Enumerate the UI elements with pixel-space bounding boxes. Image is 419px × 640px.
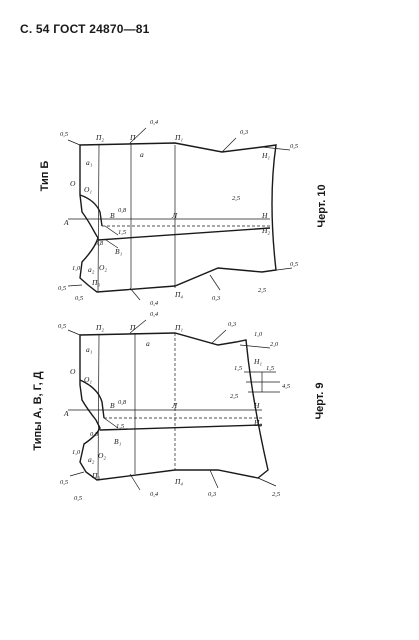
fig10-label-N: Н xyxy=(261,211,268,220)
fig9-dim-45: 4,5 xyxy=(282,383,291,390)
page-header: С. 54 ГОСТ 24870—81 xyxy=(20,22,150,36)
fig10-label-B1: В₁ xyxy=(115,247,123,256)
fig10-label-B: В xyxy=(110,211,115,220)
fig10-label-a1: а₁ xyxy=(86,158,93,167)
fig10-label-a: а xyxy=(140,150,144,159)
fig9-dim-05b: 0,5 xyxy=(60,479,69,486)
fig9-label-a2: а₂ xyxy=(88,455,95,464)
fig9-dim-10: 1,0 xyxy=(254,331,263,338)
fig10-dim-08: 0,8 xyxy=(95,240,104,247)
fig9-label-a: а xyxy=(146,339,150,348)
fig9-label-O1: О₁ xyxy=(84,375,92,384)
fig10-dim-05b: 0,5 xyxy=(290,143,299,150)
figure10-pattern: А В Л Н Н₁ Н₂ П П₁ П₂ П₃ П₄ а а₁ а₂ О О₁… xyxy=(58,119,299,307)
fig10-dim-15: 1,5 xyxy=(118,229,127,236)
fig9-label-B: В xyxy=(110,401,115,410)
fig9-label-N: Н xyxy=(253,401,260,410)
fig9-dim-05a: 0,5 xyxy=(58,323,67,330)
fig9-dim-25b: 2,5 xyxy=(272,491,281,498)
fig10-dim-04a: 0,4 xyxy=(150,119,159,126)
fig9-label-P1: П₁ xyxy=(174,323,183,332)
fig10-dim-25b: 2,5 xyxy=(232,195,241,202)
fig9-dim-03a: 0,3 xyxy=(228,321,237,328)
fig9-dim-08: 0,8 xyxy=(90,431,99,438)
fig9-label-B1: В₁ xyxy=(114,437,122,446)
fig9-label-P3: П₃ xyxy=(91,471,100,480)
fig9-dim-15a: 1,5 xyxy=(234,365,243,372)
fig10-label-P1: П₁ xyxy=(174,133,183,142)
fig10-dim-05e: 0,5 xyxy=(75,295,84,302)
fig10-label-a2: а₂ xyxy=(88,265,95,274)
fig10-dim-05d: 0,5 xyxy=(58,285,67,292)
fig10-dim-05c: 0,5 xyxy=(290,261,299,268)
fig10-dim-03b: 0,3 xyxy=(212,295,221,302)
fig10-label-P: П xyxy=(129,133,136,142)
fig9-label-O2: О₂ xyxy=(98,451,106,460)
fig9-dim-25a: 2,5 xyxy=(230,393,239,400)
fig10-dim-04b: 0,4 xyxy=(150,300,159,307)
fig10-label-L: Л xyxy=(171,211,178,220)
fig10-label-A: А xyxy=(63,218,69,227)
fig9-label-P4: П₄ xyxy=(174,477,183,486)
fig9-dim-03b: 0,3 xyxy=(208,491,217,498)
fig9-label-O: О xyxy=(70,367,76,376)
fig10-label-P4: П₄ xyxy=(174,290,183,299)
fig9-dim-08b: 0,8 xyxy=(118,399,127,406)
fig10-dim-10: 1,0 xyxy=(72,265,81,272)
fig9-label-N1: Н₁ xyxy=(253,357,262,366)
fig9-dim-15b: 1,5 xyxy=(266,365,275,372)
fig10-label-P2: П₂ xyxy=(95,133,104,142)
fig10-dim-08b: 0,8 xyxy=(118,207,127,214)
fig9-label-a1: а₁ xyxy=(86,345,93,354)
fig9-label-N2: Н₂ xyxy=(253,418,262,427)
fig10-label-P3: П₃ xyxy=(91,278,100,287)
fig10-label-O2: О₂ xyxy=(99,263,107,272)
fig9-dim-10b: 1,0 xyxy=(72,449,81,456)
figure9-pattern: А В Л Н Н₁ Н₂ П П₁ П₂ П₃ П₄ а а₁ а₂ О О₁… xyxy=(58,311,291,502)
fig9-label-A: А xyxy=(63,409,69,418)
fig9-label-P: П xyxy=(129,323,136,332)
fig9-dim-15c: 1,5 xyxy=(116,423,125,430)
fig10-dim-25a: 2,5 xyxy=(258,287,267,294)
fig10-label-N2: Н₂ xyxy=(261,226,270,235)
fig9-dim-04a: 0,4 xyxy=(150,311,159,318)
fig9-dim-04b: 0,4 xyxy=(150,491,159,498)
fig10-label-N1: Н₁ xyxy=(261,151,270,160)
fig10-label-O: О xyxy=(70,179,76,188)
fig9-dim-20: 2,0 xyxy=(270,341,279,348)
fig10-dim-05a: 0,5 xyxy=(60,131,69,138)
fig9-dim-05c: 0,5 xyxy=(74,495,83,502)
fig10-dim-03a: 0,3 xyxy=(240,129,249,136)
fig10-label-O1: О₁ xyxy=(84,185,92,194)
fig9-label-P2: П₂ xyxy=(95,323,104,332)
fig9-label-L: Л xyxy=(171,401,178,410)
